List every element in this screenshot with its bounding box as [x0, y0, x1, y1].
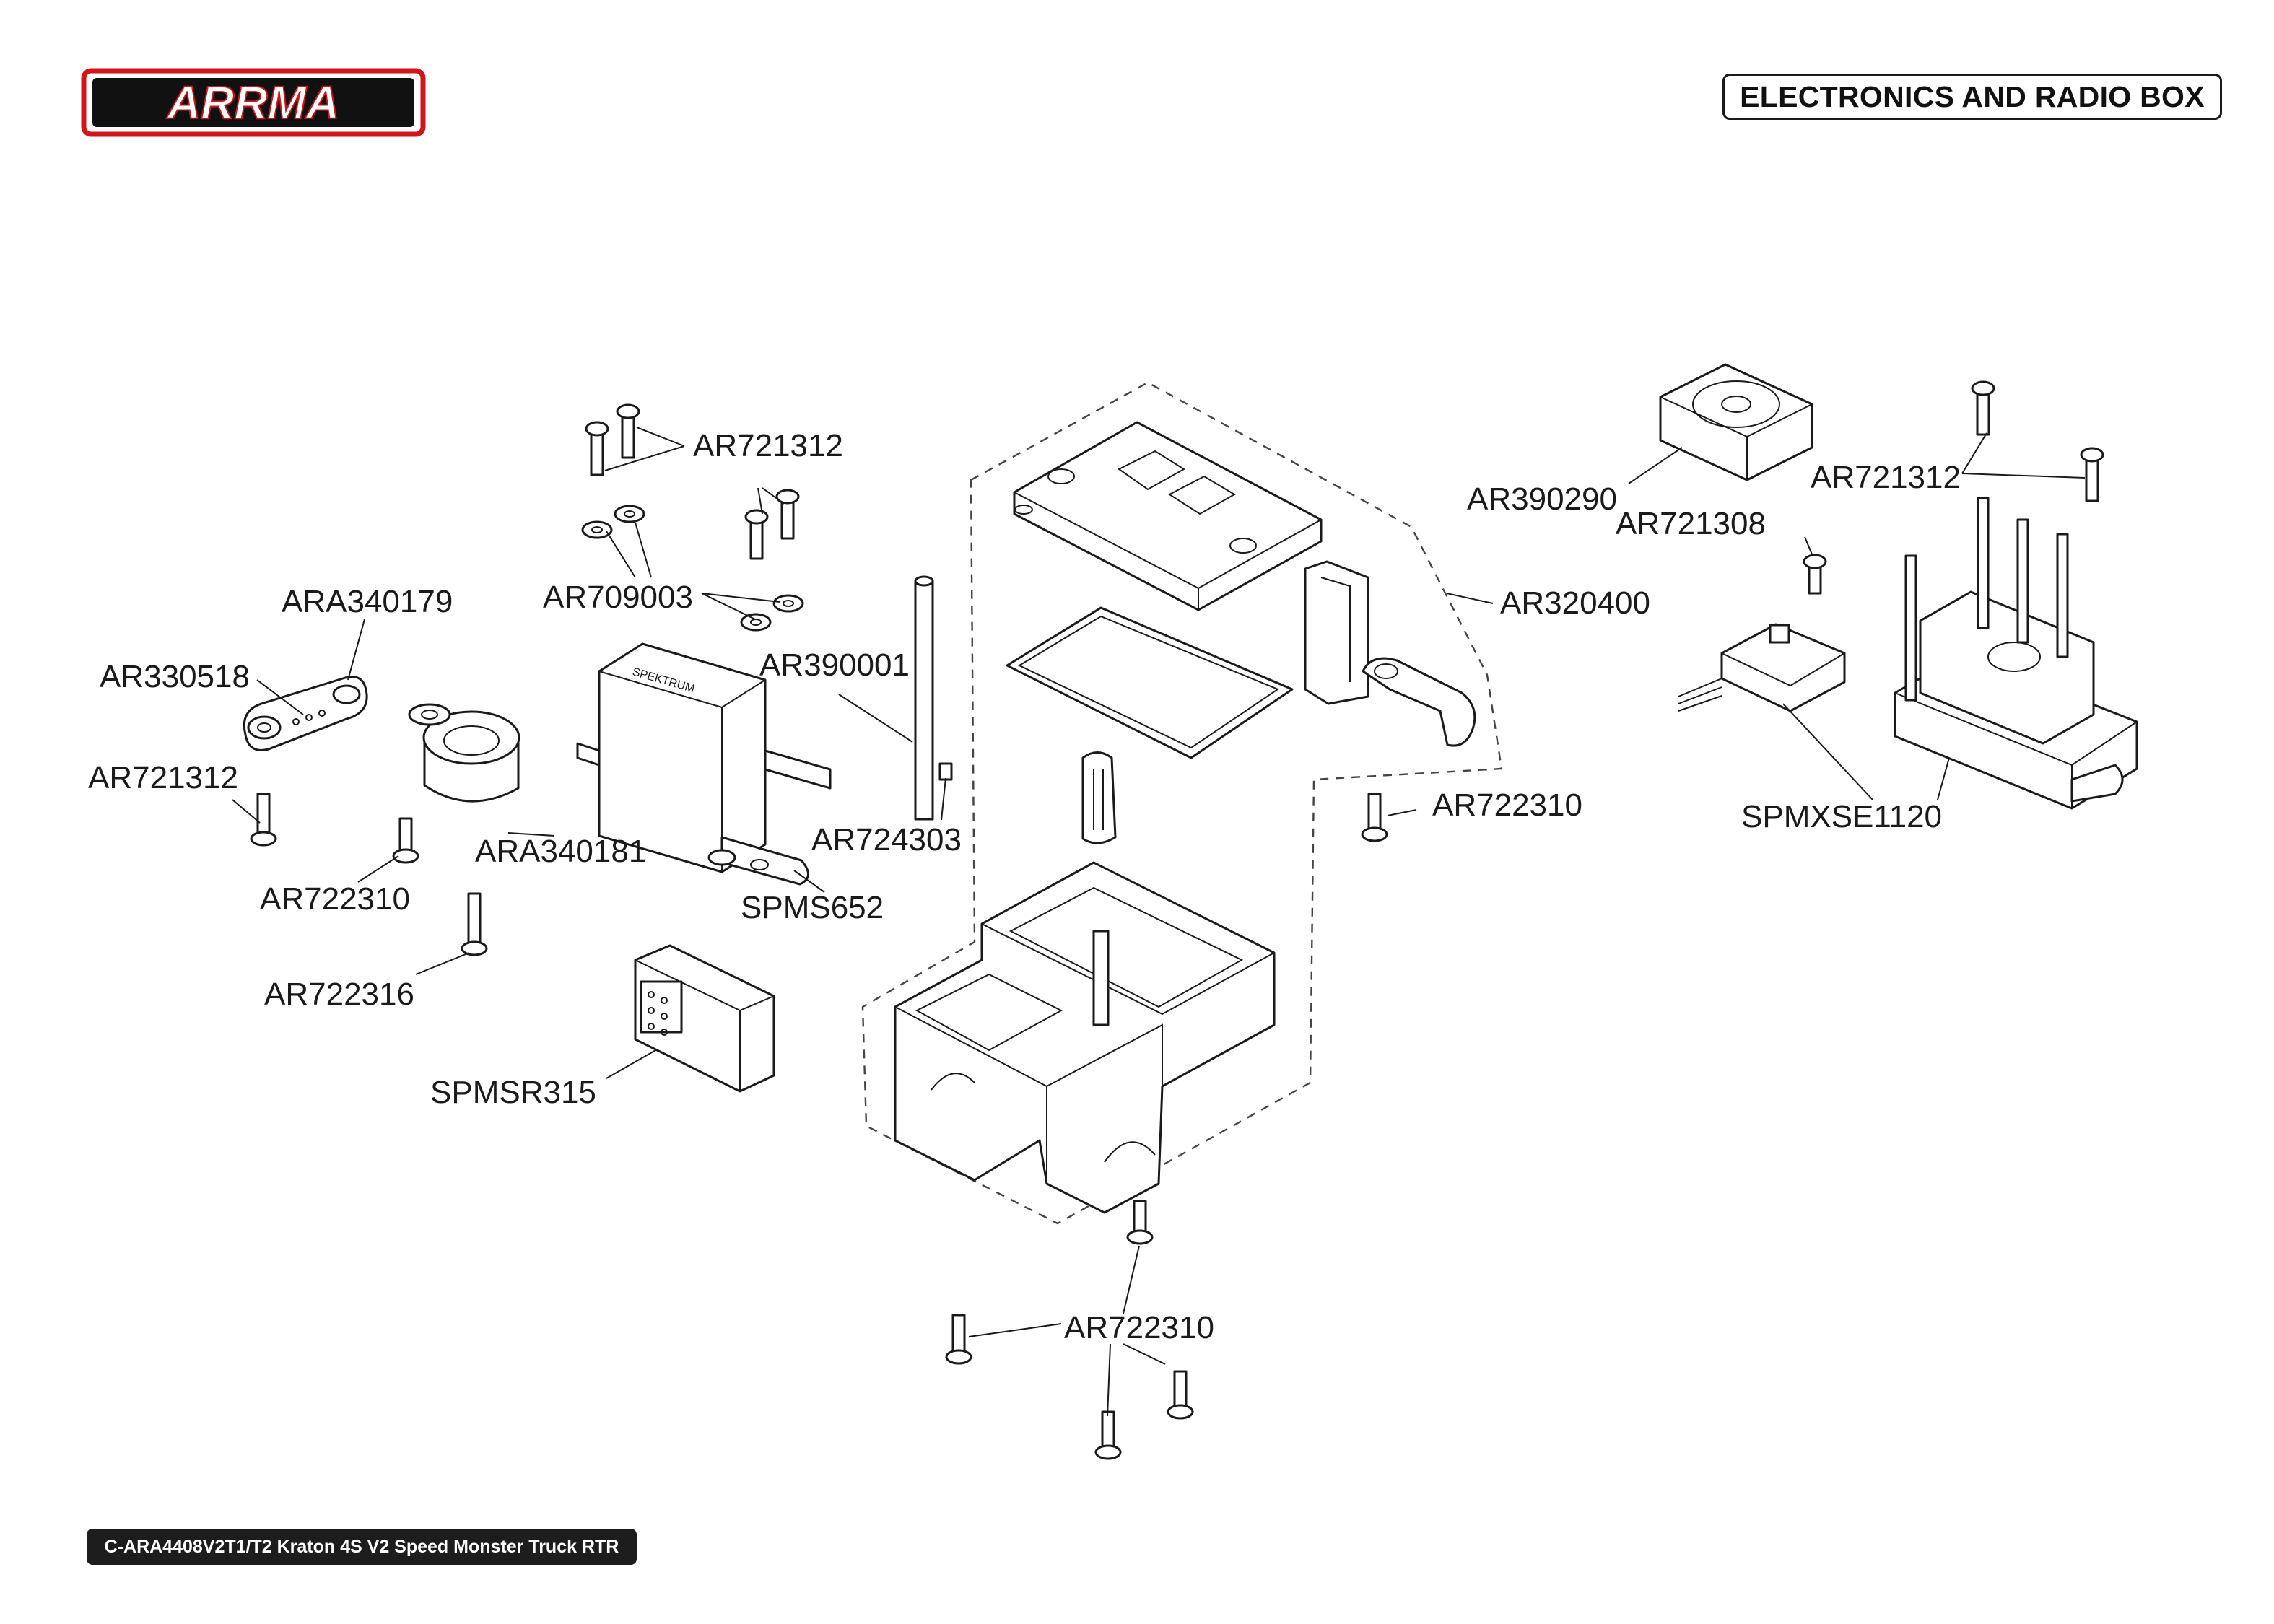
part-label: AR722310 — [1064, 1310, 1214, 1345]
part-label: AR390290 — [1467, 481, 1617, 517]
switch-icon — [1678, 623, 1846, 712]
washer-icon — [581, 505, 804, 632]
screw-icon — [1971, 380, 1995, 436]
servo-icon: SPEKTRUM — [576, 642, 832, 886]
latch-lever-icon — [1362, 657, 1476, 747]
part-label: AR724303 — [811, 822, 962, 857]
antenna-tube-icon — [914, 575, 934, 821]
part-label: AR721308 — [1616, 506, 1766, 541]
svg-text:ARRMA: ARRMA — [166, 77, 339, 128]
part-label: ARA340179 — [282, 584, 453, 619]
screw-icon — [616, 403, 640, 459]
screw-icon — [744, 509, 769, 560]
part-label: SPMS652 — [741, 890, 884, 925]
screw-icon — [392, 817, 419, 864]
radio-box-gasket-icon — [1006, 606, 1294, 759]
radio-box-tray-icon — [894, 861, 1276, 1214]
part-label: AR721312 — [693, 428, 843, 463]
screw-icon — [775, 489, 800, 540]
screw-icon — [585, 421, 609, 476]
screw-icon — [1094, 1410, 1122, 1460]
antenna-cap-icon — [938, 762, 953, 781]
page-title: ELECTRONICS AND RADIO BOX — [1722, 74, 2222, 120]
lid-clip-icon — [1304, 560, 1369, 705]
screw-icon — [2080, 447, 2104, 502]
part-label: AR721312 — [1811, 460, 1961, 495]
antenna-mount-icon — [1081, 751, 1117, 844]
radio-box-lid-icon — [1013, 421, 1323, 611]
part-label: AR330518 — [100, 659, 250, 694]
part-label: SPMSR315 — [430, 1075, 596, 1110]
leader-lines — [232, 427, 2086, 1417]
part-label: AR390001 — [759, 647, 910, 683]
servo-saver-icon — [408, 703, 520, 803]
part-label: SPMXSE1120 — [1741, 799, 1942, 834]
cooling-fan-icon — [1659, 363, 1813, 481]
receiver-icon — [634, 944, 775, 1093]
part-label: AR320400 — [1500, 585, 1650, 621]
screw-icon — [945, 1314, 972, 1365]
arrma-logo: ARRMA — [81, 68, 426, 137]
part-label: AR722310 — [1432, 787, 1582, 823]
part-label: AR722310 — [260, 881, 410, 917]
screw-icon — [1803, 554, 1827, 595]
part-label: AR709003 — [543, 580, 693, 615]
screw-icon — [250, 793, 277, 847]
screw-icon — [1361, 793, 1388, 842]
part-label: AR722316 — [264, 977, 414, 1012]
part-label: ARA340181 — [475, 834, 646, 869]
screw-icon — [1167, 1370, 1194, 1420]
screw-icon — [461, 892, 488, 956]
part-label: AR721312 — [88, 760, 238, 795]
radio-box-group-outline — [861, 381, 1503, 1225]
model-footer: C-ARA4408V2T1/T2 Kraton 4S V2 Speed Mons… — [87, 1529, 637, 1565]
servo-horn-icon — [243, 676, 368, 751]
screw-icon — [1126, 1200, 1154, 1245]
esc-icon — [1894, 497, 2138, 810]
